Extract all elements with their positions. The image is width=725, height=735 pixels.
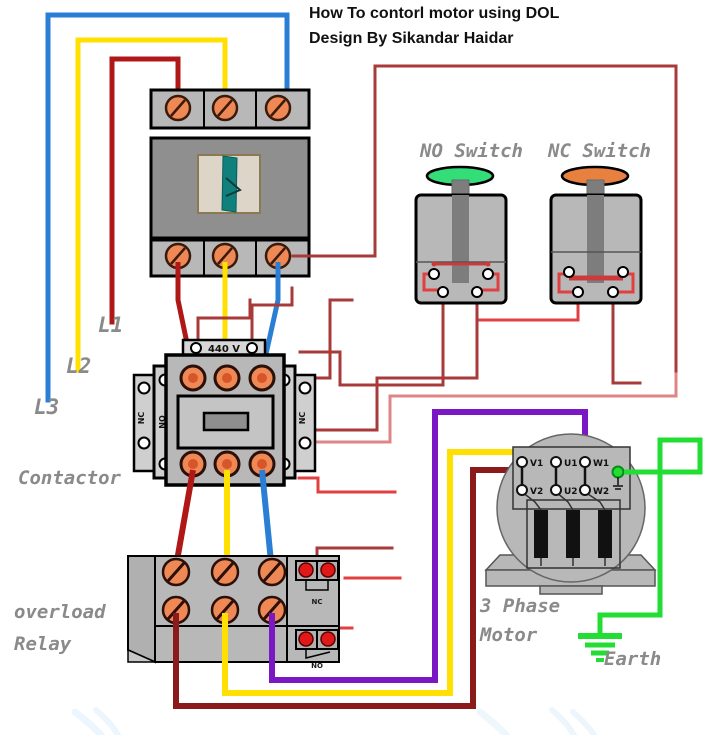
motor-terminal-v1[interactable]: V1	[516, 456, 543, 469]
earth-symbol-icon	[578, 633, 622, 662]
contactor-aux-left-outer-label: NC	[137, 412, 146, 425]
wire-l2	[75, 37, 228, 373]
no-switch-terminal-1	[437, 286, 449, 298]
label-l2: L2	[66, 354, 91, 378]
label-contactor: Contactor	[18, 467, 122, 489]
mccb-terminal-top-1[interactable]	[164, 94, 192, 122]
label-overload-line2: Relay	[14, 633, 72, 655]
contactor[interactable]: 440 V NC NO NO NC	[132, 338, 317, 487]
mccb-breaker[interactable]	[149, 88, 311, 278]
label-earth: Earth	[604, 648, 661, 670]
wire-control-top-feed	[291, 64, 678, 376]
motor-terminal-w1-label: W1	[593, 459, 609, 469]
motor-terminal-w2[interactable]: W2	[579, 484, 609, 497]
title-line-1: How To contorl motor using DOL	[309, 5, 560, 22]
motor-terminal-u1[interactable]: U1	[550, 456, 578, 469]
relay-terminal-bottom-3[interactable]	[257, 595, 287, 625]
relay-terminal-bottom-1[interactable]	[161, 595, 191, 625]
motor-terminal-v2[interactable]: V2	[516, 484, 543, 497]
wire-nc-sw-out-right	[611, 298, 642, 385]
motor-earth-terminal[interactable]	[611, 465, 625, 490]
nc-switch-terminal-2	[607, 286, 619, 298]
wire-coil-left-feed	[196, 298, 252, 347]
wire-l1	[109, 56, 181, 325]
motor-terminal-u2-label: U2	[564, 487, 578, 497]
wire-no-sw-down	[298, 300, 479, 432]
wire-aux-no-hold	[297, 298, 354, 380]
overload-relay[interactable]: NC NO	[127, 555, 340, 670]
wire-motor-w	[269, 409, 588, 683]
relay-terminal-top-2[interactable]	[210, 557, 240, 587]
contactor-aux-right-outer[interactable]: NC	[293, 373, 317, 473]
label-overload-line1: overload	[14, 601, 106, 623]
contactor-terminal-top-1[interactable]	[179, 364, 207, 392]
label-l1: L1	[98, 313, 123, 337]
label-nc-switch: NC Switch	[547, 140, 651, 162]
contactor-terminal-top-3[interactable]	[248, 364, 276, 392]
relay-contact-no[interactable]: NO	[295, 629, 339, 670]
wire-coil-right	[250, 286, 294, 347]
motor-terminal-u1-label: U1	[564, 459, 578, 469]
label-motor-line1: 3 Phase	[479, 595, 560, 617]
contactor-terminal-bottom-3[interactable]	[248, 450, 276, 478]
motor-terminal-w2-label: W2	[593, 487, 609, 497]
relay-terminal-top-3[interactable]	[257, 557, 287, 587]
breaker-handle-icon[interactable]	[221, 155, 242, 213]
contactor-aux-left-inner-label: NO	[158, 415, 167, 429]
relay-terminal-top-1[interactable]	[161, 557, 191, 587]
wire-earth	[597, 437, 703, 633]
earth-circuit	[597, 437, 703, 633]
watermark	[71, 707, 598, 735]
contactor-aux-right-outer-label: NC	[298, 412, 307, 425]
motor-terminal-w1[interactable]: W1	[579, 456, 609, 469]
relay-contact-nc[interactable]: NC	[295, 560, 339, 606]
contactor-terminal-top-2[interactable]	[213, 364, 241, 392]
three-phase-motor[interactable]: V1 U1 W1 V2 U2 W2	[484, 433, 657, 595]
no-switch-terminal-2	[471, 286, 483, 298]
nc-switch[interactable]: NC Switch	[547, 140, 651, 305]
supply-wires	[45, 12, 290, 403]
wire-aux-no-hold2	[297, 476, 397, 494]
label-l3: L3	[34, 395, 59, 419]
wire-mccb-l3-contactor	[259, 262, 281, 373]
relay-terminal-bottom-2[interactable]	[210, 595, 240, 625]
relay-contact-no-label: NO	[311, 662, 323, 670]
contactor-aux-left-outer[interactable]: NC	[132, 373, 156, 473]
label-no-switch: NO Switch	[419, 140, 523, 162]
label-motor-line2: Motor	[479, 624, 538, 646]
mccb-terminal-bottom-3[interactable]	[264, 242, 292, 270]
wire-no-sw-out-left	[298, 298, 445, 387]
mccb-terminal-top-2[interactable]	[211, 94, 239, 122]
title-line-2: Design By Sikandar Haidar	[309, 30, 514, 47]
wire-right-rail-to-relay	[298, 372, 678, 444]
relay-contact-nc-label: NC	[312, 598, 323, 606]
motor-terminal-v1-label: V1	[530, 459, 543, 469]
contactor-coil-voltage: 440 V	[208, 344, 240, 355]
nc-switch-terminal-1	[572, 286, 584, 298]
wire-l3	[45, 12, 290, 403]
wire-motor-u	[222, 449, 559, 696]
mccb-terminal-top-3[interactable]	[264, 94, 292, 122]
motor-terminal-u2[interactable]: U2	[550, 484, 578, 497]
motor-terminal-v2-label: V2	[530, 487, 543, 497]
no-switch[interactable]: NO Switch	[414, 140, 523, 305]
